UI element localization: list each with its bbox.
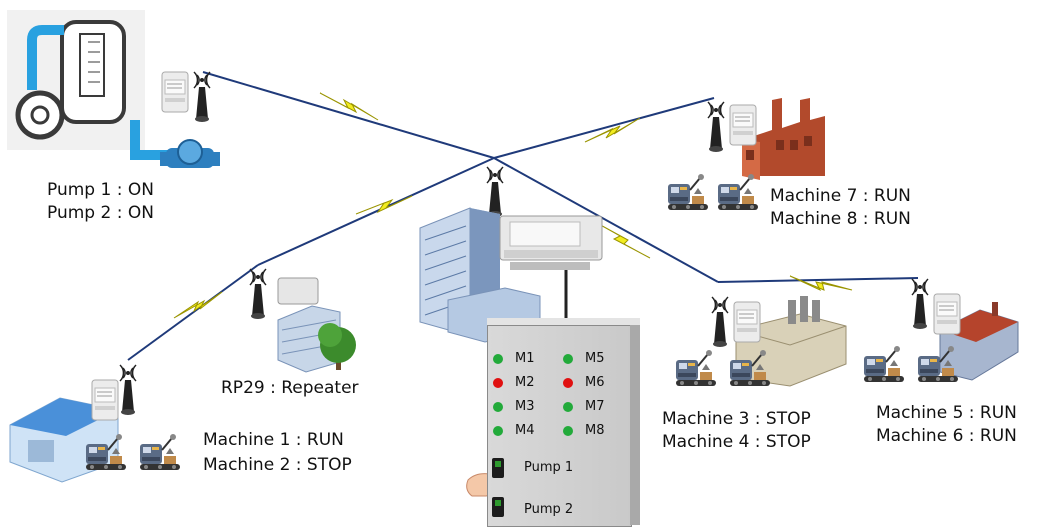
site-machines-5-6 (863, 278, 1019, 383)
link-machines-5-6 (717, 277, 919, 283)
radio-module-icon (729, 104, 757, 146)
bolt-icon (584, 117, 641, 143)
status-lamp-m2 (493, 378, 503, 388)
machine-6-status: Machine 6 : RUN (876, 426, 1017, 446)
pump-2-switch[interactable] (492, 497, 504, 517)
site-machines-7-8 (667, 98, 825, 211)
control-panel (487, 325, 632, 527)
status-lamp-label: M3 (515, 399, 535, 414)
site-repeater (249, 268, 356, 373)
site-machines-1-2 (9, 364, 181, 483)
radio-module-icon (161, 71, 189, 113)
status-lamp-m5 (563, 354, 573, 364)
machine-icon (139, 433, 181, 471)
pump-icon (15, 90, 65, 140)
antenna-icon (486, 166, 504, 218)
machine-icon (675, 349, 717, 387)
machine-1-status: Machine 1 : RUN (203, 430, 344, 450)
control-panel-side (630, 325, 640, 525)
status-lamp-label: M8 (585, 423, 605, 438)
status-lamp-label: M5 (585, 351, 605, 366)
link-repeater (257, 157, 495, 266)
link-pumps (202, 71, 495, 159)
machine-7-status: Machine 7 : RUN (770, 186, 911, 206)
pump-1-switch[interactable] (492, 458, 504, 478)
status-lamp-m8 (563, 426, 573, 436)
bolt-icon (789, 275, 853, 292)
control-panel-top (487, 318, 640, 326)
status-lamp-label: M7 (585, 399, 605, 414)
status-lamp-m4 (493, 426, 503, 436)
radio-module-icon (733, 301, 761, 343)
link-machines-7-8 (493, 97, 715, 159)
pump-1-status: Pump 1 : ON (47, 180, 154, 200)
link-machines-3-4 (493, 157, 719, 283)
status-lamp-label: M1 (515, 351, 535, 366)
machine-icon (667, 173, 709, 211)
machine-2-status: Machine 2 : STOP (203, 455, 352, 475)
machine-icon (863, 345, 905, 383)
tree-icon (318, 323, 356, 370)
machine-4-status: Machine 4 : STOP (662, 432, 811, 452)
gateway-device-icon (499, 215, 603, 270)
status-lamp-m1 (493, 354, 503, 364)
central-station (419, 166, 603, 343)
machine-8-status: Machine 8 : RUN (770, 209, 911, 229)
repeater-label: RP29 : Repeater (221, 378, 359, 398)
radio-module-icon (91, 379, 119, 421)
pump-2-status: Pump 2 : ON (47, 203, 154, 223)
machine-3-status: Machine 3 : STOP (662, 409, 811, 429)
bolt-icon (594, 221, 651, 259)
machine-5-status: Machine 5 : RUN (876, 403, 1017, 423)
antenna-icon (119, 364, 137, 416)
status-lamp-label: M2 (515, 375, 535, 390)
radio-module-icon (933, 293, 961, 335)
pump-2-switch-label: Pump 2 (524, 502, 574, 517)
link-machines-1-2 (127, 264, 259, 361)
bolt-icon (319, 92, 379, 121)
status-lamp-m3 (493, 402, 503, 412)
antenna-icon (911, 278, 929, 330)
flow-meter-icon (160, 139, 220, 168)
antenna-icon (707, 101, 725, 153)
bolt-icon (173, 291, 223, 319)
status-lamp-label: M6 (585, 375, 605, 390)
office-building-icon (419, 207, 541, 343)
antenna-icon (711, 296, 729, 348)
machine-icon (717, 173, 759, 211)
lightning-bolts (173, 92, 853, 319)
status-lamp-m7 (563, 402, 573, 412)
pump-station (7, 10, 220, 168)
repeater-device-icon (277, 277, 319, 305)
radio-links (127, 71, 919, 361)
status-lamp-m6 (563, 378, 573, 388)
status-lamp-label: M4 (515, 423, 535, 438)
antenna-icon (193, 71, 211, 123)
site-machines-3-4 (675, 296, 847, 387)
antenna-icon (249, 268, 267, 320)
pipe-icon (27, 25, 64, 90)
factory-icon (742, 98, 825, 180)
bolt-icon (355, 195, 413, 215)
pump-1-switch-label: Pump 1 (524, 460, 574, 475)
